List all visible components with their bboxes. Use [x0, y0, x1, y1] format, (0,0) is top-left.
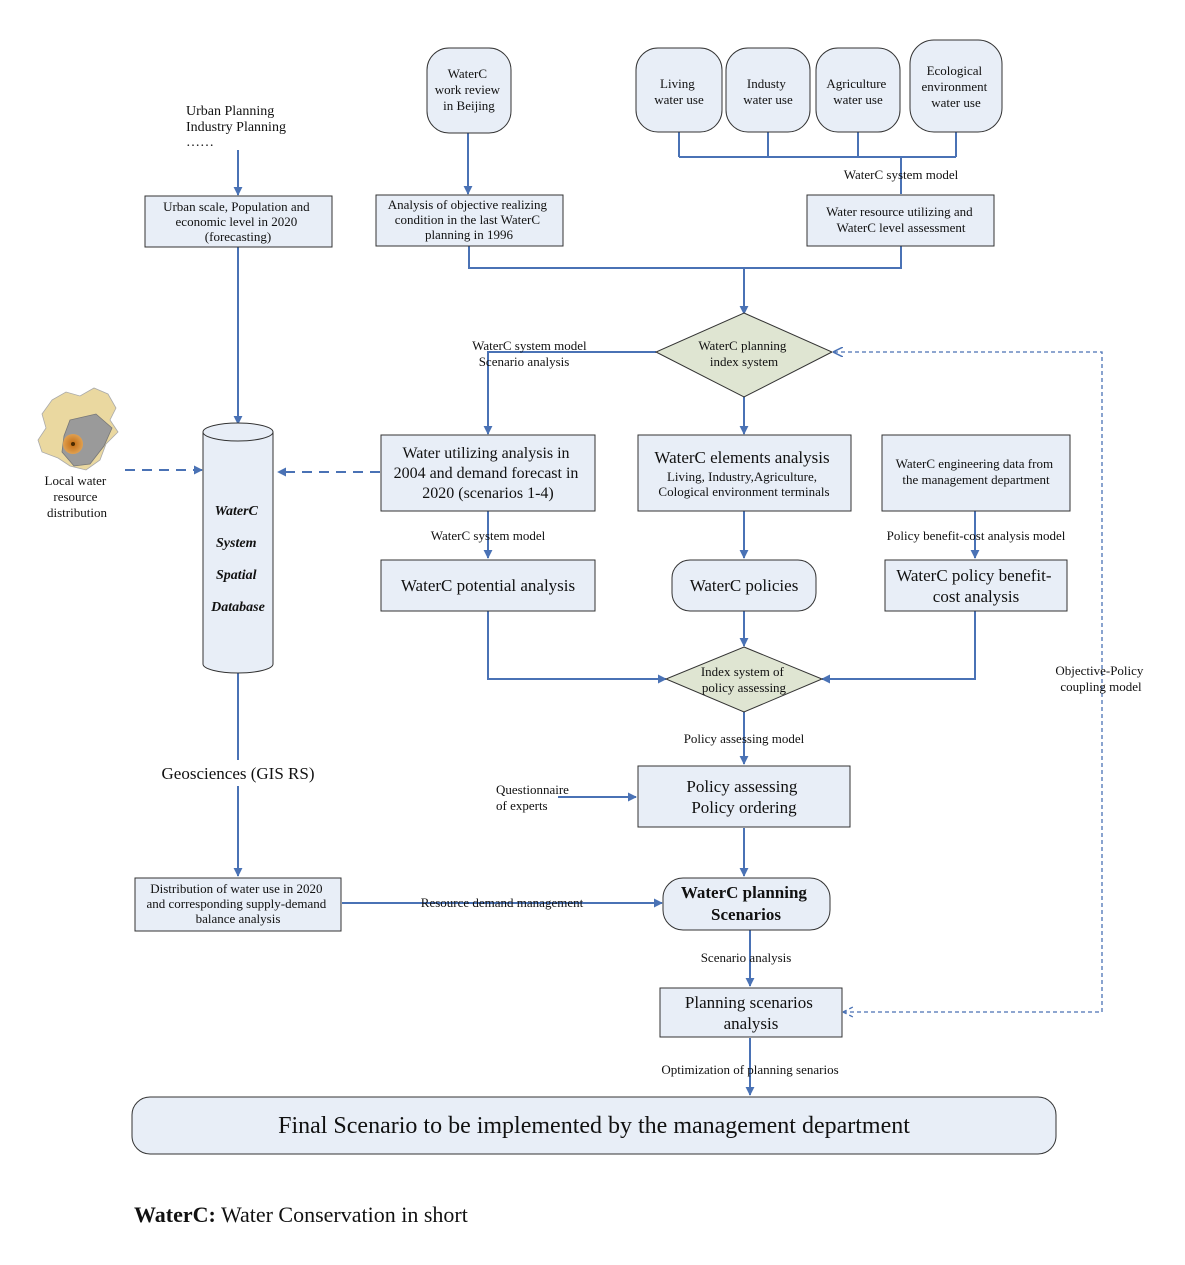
node-waterc-policies: WaterC policies	[671, 559, 817, 612]
dashed-feedback-arrowhead-a	[842, 1005, 856, 1013]
node-objective-analysis: Analysis of objective realizing conditio…	[375, 194, 564, 247]
svg-text:WaterC engineering data from: WaterC engineering data from the managem…	[896, 456, 1057, 487]
node-elements-analysis: WaterC elements analysis Living, Industr…	[637, 434, 852, 512]
svg-text:WaterC elements analysis: WaterC elements analysis Living, Industr…	[654, 448, 833, 499]
arrow-benefit-to-policy-index	[821, 611, 976, 684]
svg-text:WaterC planning Scenario: WaterC planning Scenarios	[681, 883, 811, 924]
svg-text:Index system of policy a: Index system of policy assessing	[701, 664, 787, 695]
label-benefit-cost-model: Policy benefit-cost analysis model	[887, 528, 1066, 543]
node-scenarios-analysis: Planning scenarios analysis	[659, 987, 843, 1038]
node-distribution-water-use: Distribution of water use in 2020 and co…	[134, 877, 342, 932]
svg-text:WaterC policy benefit- c: WaterC policy benefit- cost analysis	[896, 566, 1056, 606]
label-resource-demand: Resource demand management	[421, 895, 584, 910]
arrow-potential-to-policy-index	[487, 611, 667, 684]
dashed-feedback-arrowhead-b	[842, 1011, 856, 1019]
label-system-model-top: WaterC system model	[844, 167, 959, 182]
legend-note: WaterC: Water Conservation in short	[134, 1202, 468, 1228]
label-system-model-mid: WaterC system model	[431, 528, 546, 543]
node-work-review-text: WaterC work review in Beijing	[435, 66, 504, 113]
legend-term: WaterC:	[134, 1202, 216, 1227]
label-system-model-scenario: WaterC system model Scenario analysis	[472, 338, 590, 369]
svg-text:Local water resource: Local water resource distribution	[45, 473, 110, 520]
node-urban-planning: Urban Planning Industry Planning ……	[186, 104, 289, 150]
node-local-water: Local water resource distribution	[45, 473, 110, 520]
svg-text:WaterC potential analysis: WaterC potential analysis	[401, 576, 575, 595]
svg-text:Agriculture water use: Agriculture water use	[826, 76, 889, 107]
svg-text:Water utilizing analysis in: Water utilizing analysis in 2004 and dem…	[394, 445, 583, 502]
node-questionnaire: Questionnaire of experts	[496, 782, 572, 813]
svg-text:Urban scale, Population and: Urban scale, Population and economic lev…	[163, 199, 313, 244]
node-living-water-use: Living water use	[635, 47, 723, 133]
label-policy-assessing-model: Policy assessing model	[684, 731, 805, 746]
node-water-resource-assessment: Water resource utilizing and WaterC leve…	[806, 194, 995, 247]
legend-definition: Water Conservation in short	[215, 1202, 468, 1227]
node-final-scenario: Final Scenario to be implemented by the …	[131, 1096, 1057, 1155]
node-policy-index-system: Index system of policy assessing	[664, 646, 824, 713]
svg-text:Planning scenarios analy: Planning scenarios analysis	[685, 993, 817, 1033]
dashed-feedback-loop	[834, 352, 1103, 1013]
svg-text:Questionnaire of experts: Questionnaire of experts	[496, 782, 572, 813]
node-benefit-cost-analysis: WaterC policy benefit- cost analysis	[884, 559, 1068, 612]
svg-text:Distribution of water use in 2: Distribution of water use in 2020 and co…	[146, 881, 329, 926]
merge-line	[468, 246, 902, 269]
svg-text:Policy assessing Policy: Policy assessing Policy ordering	[686, 777, 801, 817]
label-geosciences: Geosciences (GIS RS)	[162, 764, 315, 783]
node-water-utilizing-analysis: Water utilizing analysis in 2004 and dem…	[380, 434, 596, 512]
node-potential-analysis: WaterC potential analysis	[380, 559, 596, 612]
svg-text:Water resource utilizing and: Water resource utilizing and WaterC leve…	[826, 204, 976, 235]
map-beijing-icon	[37, 387, 119, 471]
svg-text:Living water use: Living water use	[654, 76, 704, 107]
node-agriculture-water-use: Agriculture water use	[815, 47, 901, 133]
node-ecological-water-use: Ecological environment water use	[909, 39, 1003, 133]
svg-text:Analysis of objective realizin: Analysis of objective realizing conditio…	[388, 197, 550, 242]
arrow-index-to-utilizing	[483, 351, 656, 435]
node-engineering-data: WaterC engineering data from the managem…	[881, 434, 1071, 512]
label-optimization: Optimization of planning senarios	[661, 1062, 838, 1077]
svg-text:WaterC planning index sy: WaterC planning index system	[698, 338, 789, 369]
node-spatial-database: WaterC System Spatial Database	[202, 422, 274, 674]
node-industry-water-use: Industy water use	[725, 47, 811, 133]
node-planning-scenarios: WaterC planning Scenarios	[662, 877, 831, 931]
svg-text:Urban Planning Industry: Urban Planning Industry Planning ……	[186, 104, 289, 150]
node-policy-assessing: Policy assessing Policy ordering	[637, 765, 851, 828]
label-objective-policy: Objective-Policy coupling model	[1055, 663, 1146, 694]
svg-text:WaterC System Spat: WaterC System Spatial Database	[210, 504, 265, 615]
svg-text:Final Scenario to be implement: Final Scenario to be implemented by the …	[278, 1113, 910, 1139]
svg-text:WaterC policies: WaterC policies	[690, 576, 799, 595]
node-work-review: WaterC work review in Beijing	[426, 47, 512, 134]
svg-text:Industy water use: Industy water use	[743, 76, 793, 107]
label-scenario-analysis: Scenario analysis	[701, 950, 792, 965]
svg-text:Ecological environment: Ecological environment water use	[922, 63, 991, 110]
connectors	[125, 132, 1103, 1096]
node-urban-scale: Urban scale, Population and economic lev…	[144, 195, 333, 248]
node-planning-index-system: WaterC planning index system	[654, 312, 834, 398]
